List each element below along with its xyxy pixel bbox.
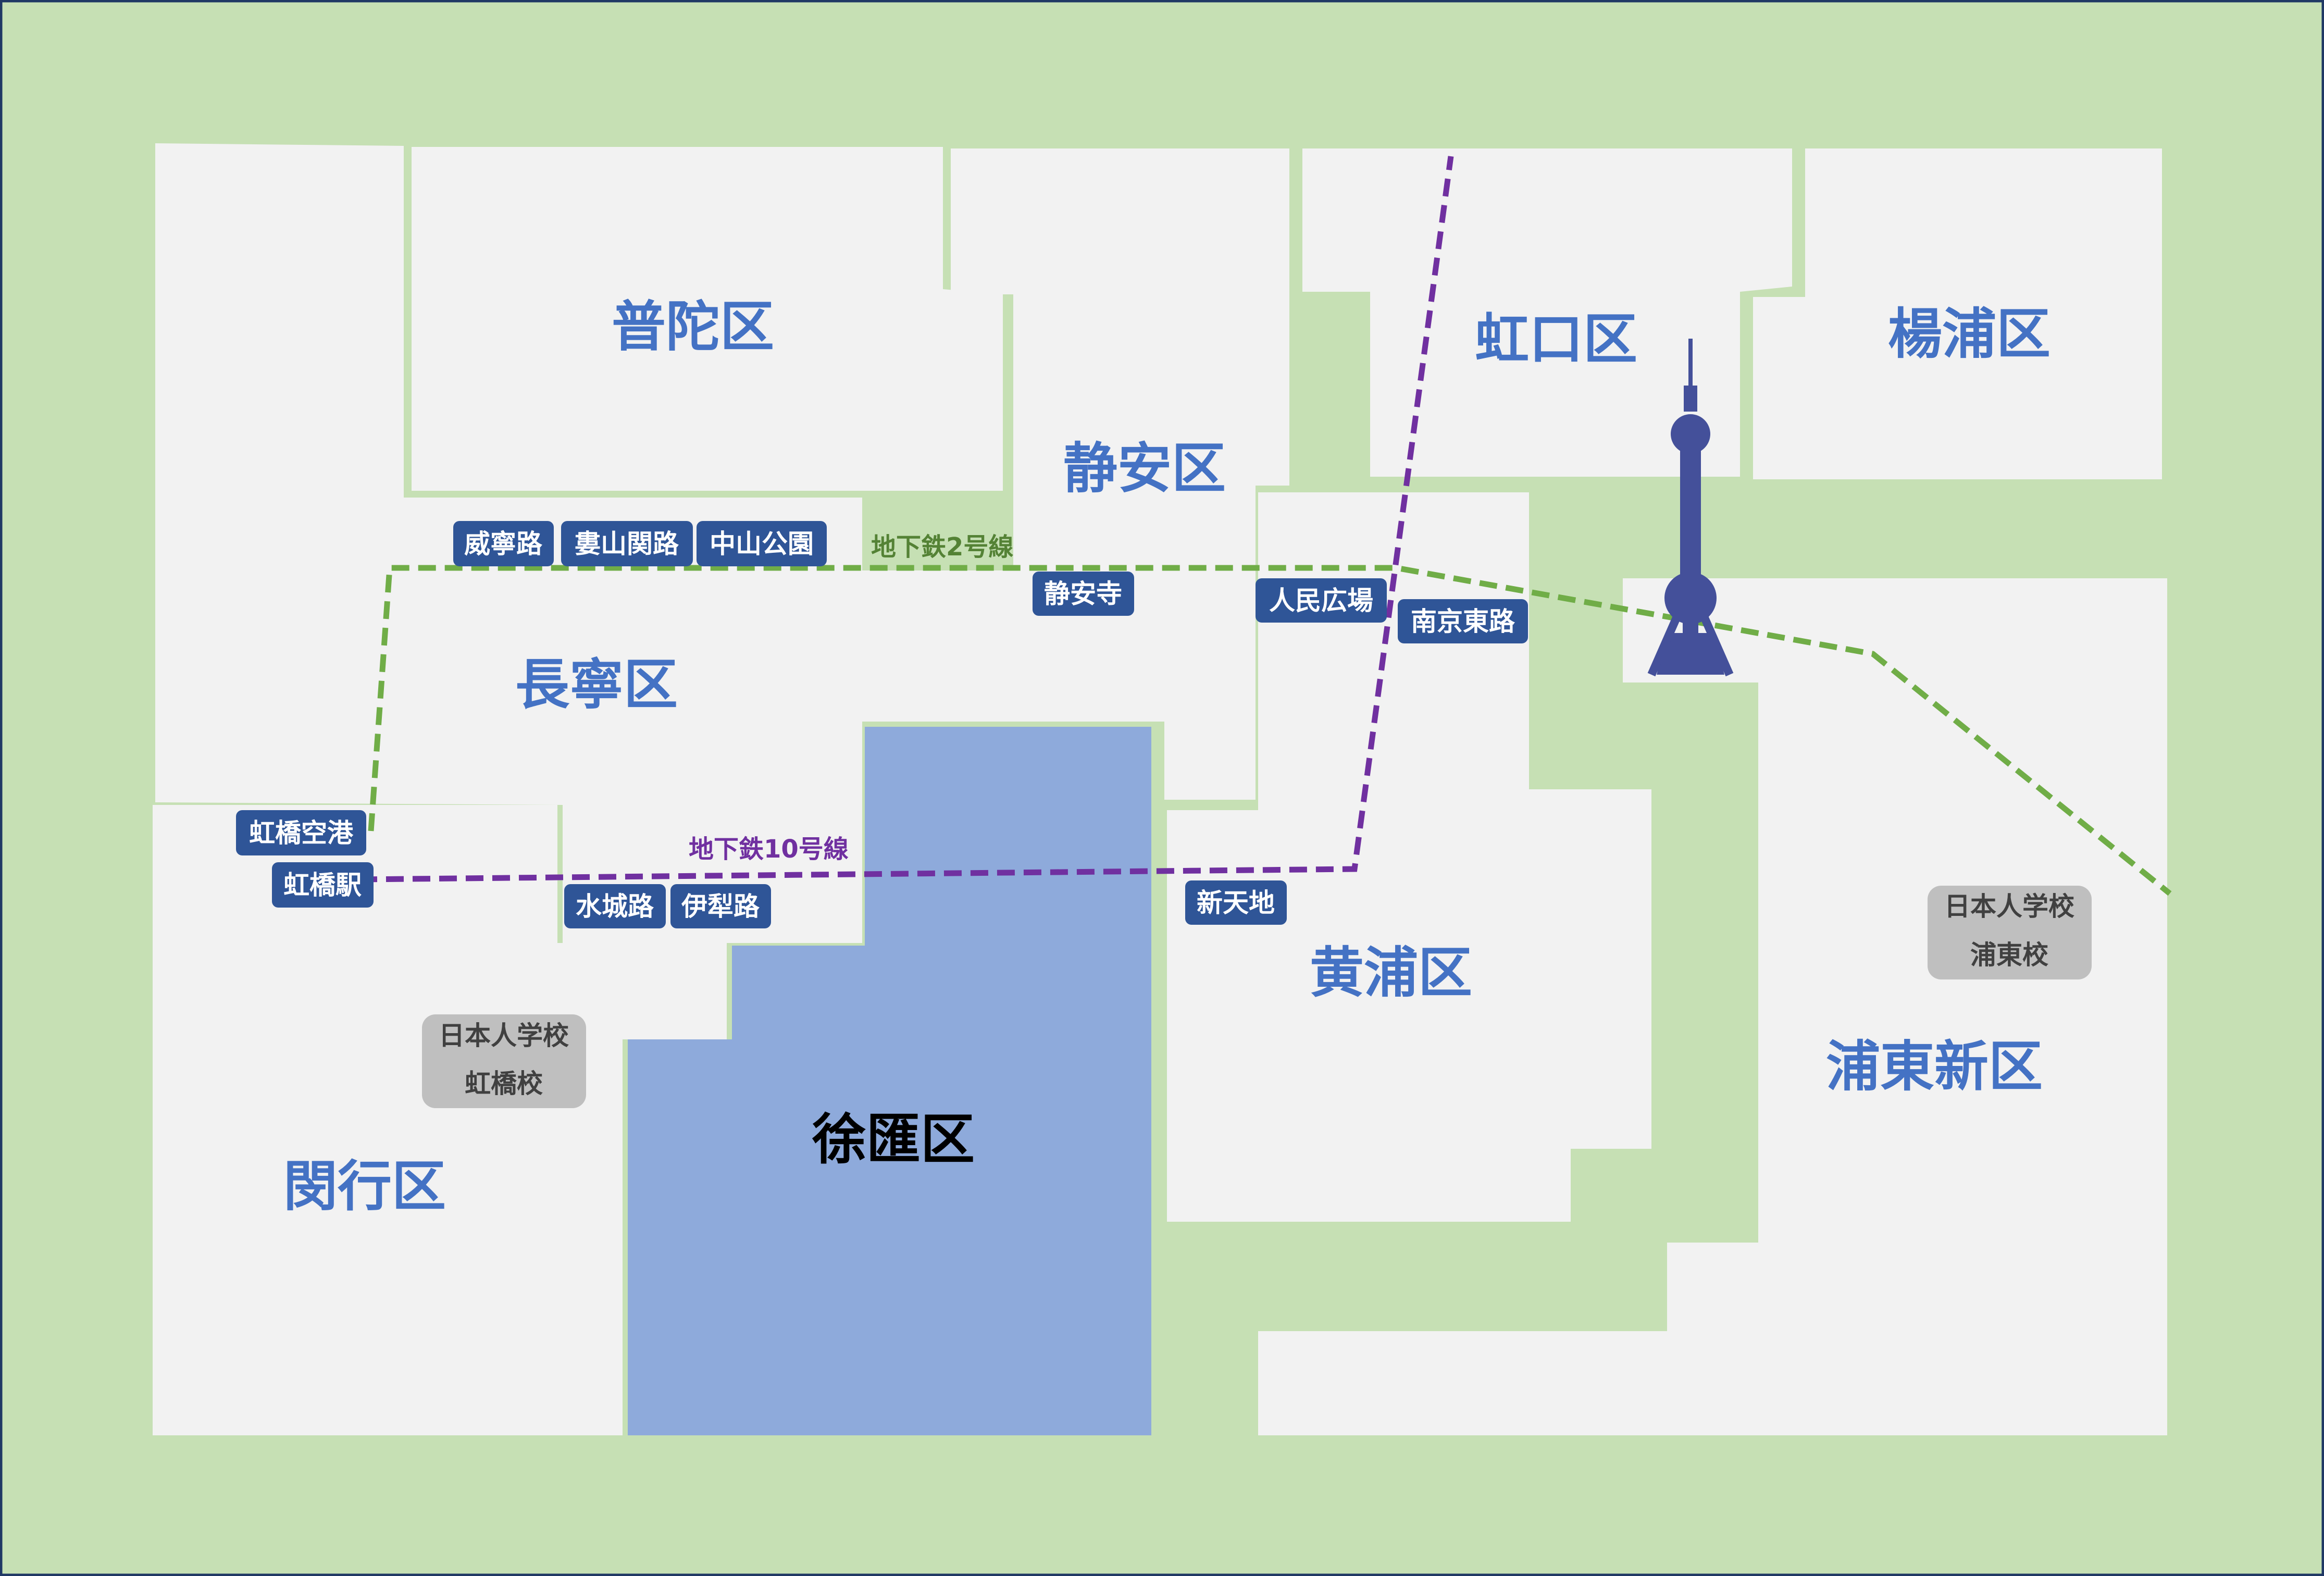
school-hongqiao[interactable]: 日本人学校 虹橋校	[422, 1014, 586, 1108]
district-label-xuhui: 徐匯区	[812, 1108, 975, 1171]
station-nanjingdonglu[interactable]: 南京東路	[1398, 599, 1528, 643]
svg-text:日本人学校: 日本人学校	[439, 1021, 569, 1051]
oriental-pearl-tower-icon	[1647, 339, 1734, 677]
svg-text:南京東路: 南京東路	[1411, 606, 1515, 637]
line-10-label: 地下鉄10号線	[689, 835, 849, 864]
district-label-putuo: 普陀区	[612, 295, 774, 358]
svg-text:中山公園: 中山公園	[710, 529, 814, 559]
metro-line-2	[368, 565, 2172, 896]
district-label-yangpu: 楊浦区	[1888, 302, 2050, 366]
svg-text:新天地: 新天地	[1197, 888, 1275, 918]
svg-text:伊犁路: 伊犁路	[681, 891, 760, 922]
district-label-changning: 長寧区	[515, 653, 678, 716]
district-putuo[interactable]	[412, 147, 1003, 491]
svg-text:威寧路: 威寧路	[464, 529, 543, 559]
district-jingan[interactable]	[862, 148, 1289, 800]
district-minhang[interactable]	[153, 805, 727, 1435]
district-hongkou[interactable]	[1302, 148, 1792, 477]
district-xuhui[interactable]	[628, 727, 1151, 1435]
station-zhongshangongyuan[interactable]: 中山公園	[697, 521, 827, 566]
svg-text:人民広場: 人民広場	[1269, 586, 1373, 616]
svg-text:浦東校: 浦東校	[1970, 940, 2048, 970]
svg-text:静安寺: 静安寺	[1044, 579, 1122, 609]
svg-text:虹橋校: 虹橋校	[465, 1069, 543, 1099]
line-2-label: 地下鉄2号線	[871, 532, 1013, 562]
svg-text:婁山関路: 婁山関路	[575, 529, 679, 559]
station-renminguangchang[interactable]: 人民広場	[1256, 578, 1387, 623]
svg-text:水城路: 水城路	[576, 891, 654, 922]
district-label-hongkou: 虹口区	[1475, 307, 1637, 371]
district-label-minhang: 閔行区	[283, 1155, 446, 1218]
svg-text:虹橋駅: 虹橋駅	[283, 870, 362, 900]
station-loushanguanlu[interactable]: 婁山関路	[561, 521, 693, 566]
district-label-jingan: 静安区	[1063, 437, 1226, 500]
district-yangpu[interactable]	[1753, 148, 2162, 479]
svg-text:日本人学校: 日本人学校	[1944, 891, 2074, 922]
station-shuichenglu[interactable]: 水城路	[564, 884, 666, 928]
station-xintiandi[interactable]: 新天地	[1185, 880, 1287, 925]
station-hongqiao-station[interactable]: 虹橋駅	[272, 862, 374, 908]
station-yililu[interactable]: 伊犁路	[670, 884, 771, 928]
stations: 威寧路 婁山関路 中山公園 静安寺 人民広場 南京東路 虹橋空港 虹橋駅	[236, 521, 1528, 928]
school-pudong[interactable]: 日本人学校 浦東校	[1928, 886, 2092, 979]
district-pudong[interactable]	[1258, 578, 2167, 1435]
district-label-huangpu: 黄浦区	[1310, 941, 1472, 1004]
station-weininglu[interactable]: 威寧路	[453, 521, 554, 566]
station-hongqiao-airport[interactable]: 虹橋空港	[236, 810, 366, 855]
svg-text:虹橋空港: 虹橋空港	[249, 818, 354, 848]
district-huangpu[interactable]	[1167, 492, 1651, 1222]
district-label-pudong: 浦東新区	[1826, 1035, 2043, 1098]
station-jingansi[interactable]: 静安寺	[1033, 572, 1134, 616]
metro-line-10	[359, 156, 1454, 883]
district-labels: 普陀区 静安区 虹口区 楊浦区 長寧区 徐匯区 黄浦区 浦東新区 閔行区	[283, 295, 2050, 1218]
